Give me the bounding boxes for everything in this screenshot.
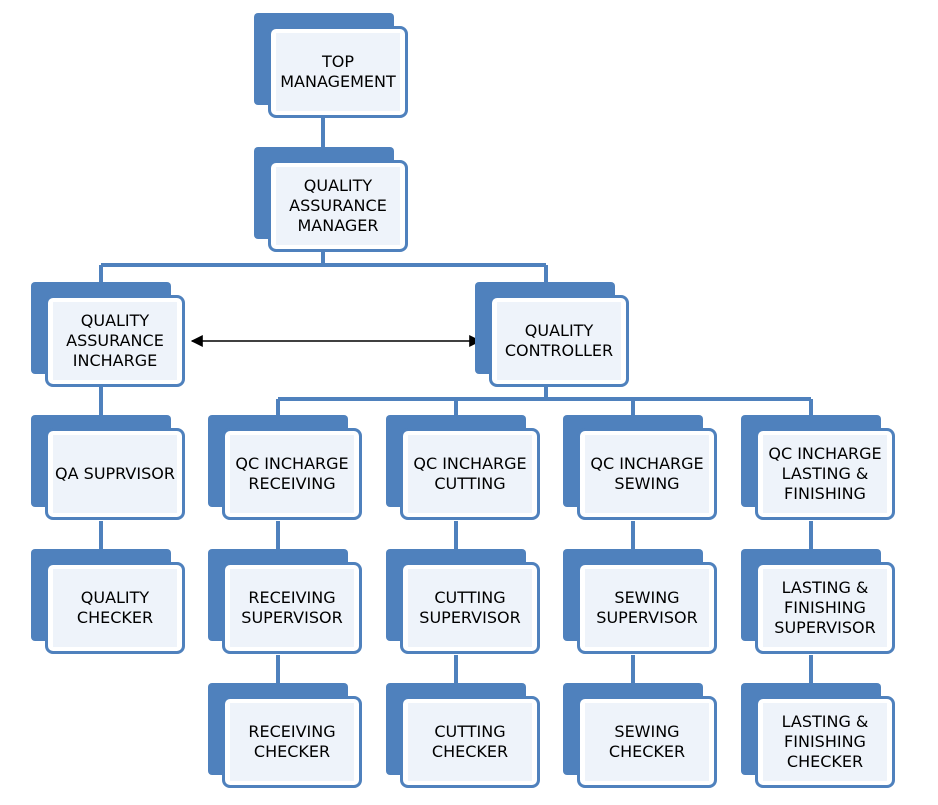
node-label: QC INCHARGE LASTING & FINISHING [763,435,887,513]
node-qa-incharge: QUALITY ASSURANCE INCHARGE [31,282,185,387]
node-label: RECEIVING SUPERVISOR [230,569,354,647]
node-qa-supervisor: QA SUPRVISOR [31,415,185,520]
node-qc-incharge-lasting: QC INCHARGE LASTING & FINISHING [741,415,895,520]
node-cutting-checker: CUTTING CHECKER [386,683,540,788]
node-quality-controller: QUALITY CONTROLLER [475,282,629,387]
node-label: QC INCHARGE SEWING [585,435,709,513]
node-label: QUALITY ASSURANCE MANAGER [276,167,400,245]
node-sewing-supervisor: SEWING SUPERVISOR [563,549,717,654]
node-qc-incharge-sewing: QC INCHARGE SEWING [563,415,717,520]
node-label: QUALITY CHECKER [53,569,177,647]
node-label: LASTING & FINISHING SUPERVISOR [763,569,887,647]
node-sewing-checker: SEWING CHECKER [563,683,717,788]
node-lasting-checker: LASTING & FINISHING CHECKER [741,683,895,788]
node-qc-incharge-receiving: QC INCHARGE RECEIVING [208,415,362,520]
node-quality-checker: QUALITY CHECKER [31,549,185,654]
node-lasting-supervisor: LASTING & FINISHING SUPERVISOR [741,549,895,654]
node-label: CUTTING SUPERVISOR [408,569,532,647]
node-cutting-supervisor: CUTTING SUPERVISOR [386,549,540,654]
node-label: QUALITY CONTROLLER [497,302,621,380]
node-label: SEWING CHECKER [585,703,709,781]
node-label: SEWING SUPERVISOR [585,569,709,647]
node-label: RECEIVING CHECKER [230,703,354,781]
node-label: QC INCHARGE RECEIVING [230,435,354,513]
node-label: QC INCHARGE CUTTING [408,435,532,513]
node-label: TOP MANAGEMENT [276,33,400,111]
node-label: CUTTING CHECKER [408,703,532,781]
node-qa-manager: QUALITY ASSURANCE MANAGER [254,147,408,252]
node-top-management: TOP MANAGEMENT [254,13,408,118]
node-label: QA SUPRVISOR [53,435,177,513]
node-label: QUALITY ASSURANCE INCHARGE [53,302,177,380]
node-receiving-checker: RECEIVING CHECKER [208,683,362,788]
node-qc-incharge-cutting: QC INCHARGE CUTTING [386,415,540,520]
node-receiving-supervisor: RECEIVING SUPERVISOR [208,549,362,654]
node-label: LASTING & FINISHING CHECKER [763,703,887,781]
